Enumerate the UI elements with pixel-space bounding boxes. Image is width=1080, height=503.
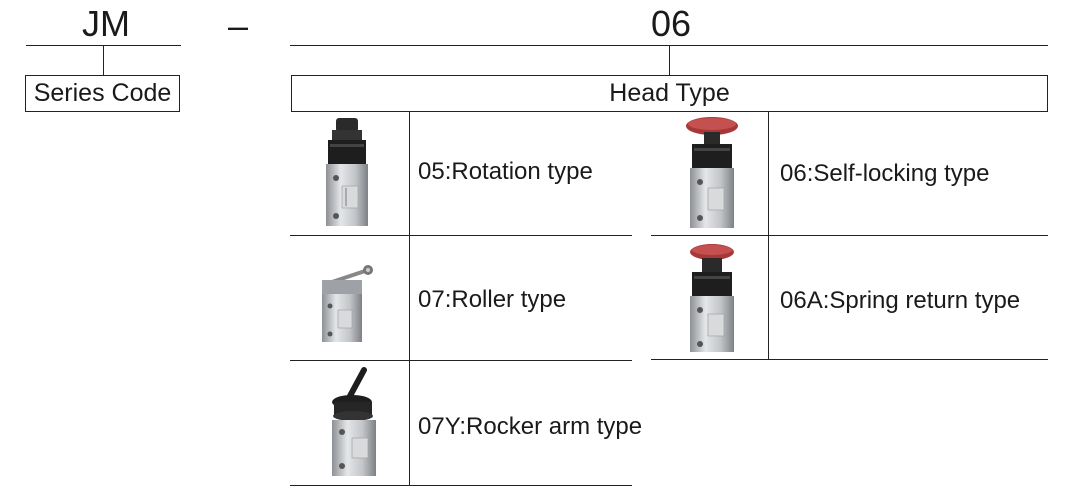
series-code-box: Series Code [25, 75, 180, 112]
right-row-divider-1 [651, 235, 1048, 236]
type-label-rocker-arm: 07Y:Rocker arm type [418, 413, 643, 440]
left-row-divider-3 [290, 485, 632, 486]
head-type-label: Head Type [609, 79, 730, 107]
series-connector [103, 45, 104, 75]
type-label-roller: 07:Roller type [418, 286, 567, 313]
type-label-self-locking: 06:Self-locking type [780, 160, 990, 187]
right-row-divider-2 [651, 359, 1048, 360]
head-code: 06 [650, 3, 692, 44]
series-code-label: Series Code [33, 79, 172, 107]
roller-lever-valve-icon [322, 265, 373, 342]
separator-dash: – [227, 5, 249, 46]
left-row-divider-2 [290, 360, 632, 361]
mushroom-button-valve-icon [686, 117, 738, 228]
rocker-arm-valve-icon [332, 367, 376, 476]
left-column-divider [409, 112, 410, 486]
rotation-knob-valve-icon [326, 118, 368, 226]
series-code: JM [82, 3, 130, 44]
type-label-spring-return: 06A:Spring return type [780, 287, 1021, 314]
left-row-divider-1 [290, 235, 632, 236]
type-label-rotation: 05:Rotation type [418, 158, 593, 185]
head-type-box: Head Type [291, 75, 1048, 112]
spring-return-button-valve-icon [690, 244, 734, 352]
head-connector [669, 45, 670, 75]
